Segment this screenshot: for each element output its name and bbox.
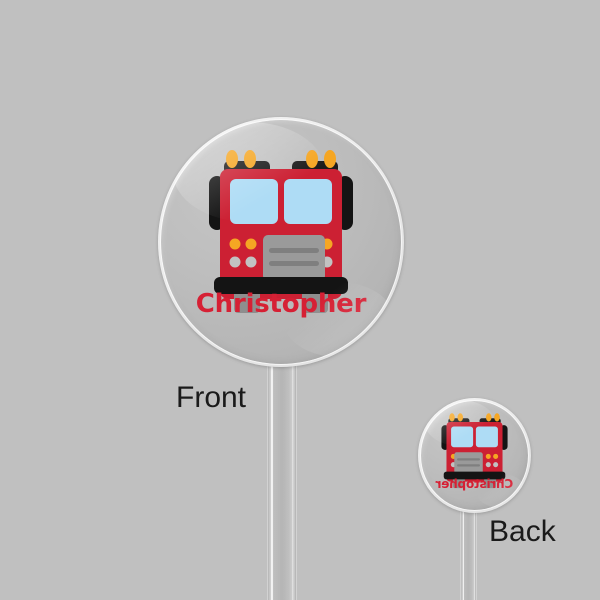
grille-bar-1 [457,458,481,461]
windshield-right [284,179,332,224]
windshield-left [475,426,498,448]
headlight-amber-left-1 [493,453,499,459]
fire-truck-artwork-back [441,413,508,489]
headlight-amber-left-2 [245,238,257,250]
grille-bar-2 [269,261,319,266]
beacon-light-2 [244,150,256,168]
headlight-white-left-1 [493,462,499,468]
headlight-white-left-2 [245,256,257,268]
front-stirrer-disc: Christopher [158,117,404,367]
front-personalized-name: Christopher [195,289,367,319]
beacon-light-3 [457,413,464,422]
headlight-amber-left-2 [485,453,491,459]
front-bumper [214,277,348,294]
back-mirrored-wrapper: Christopher [418,398,531,513]
caption-front: Front [176,381,247,414]
front-grille [263,235,325,281]
back-stirrer-disc: Christopher [418,398,531,513]
fire-truck-artwork-front [209,150,353,313]
beacon-light-1 [494,413,500,422]
front-stirrer-stick [268,330,296,600]
headlight-white-left-1 [229,256,241,268]
windshield-left [230,179,278,224]
beacon-light-1 [226,150,238,168]
grille-bar-2 [457,464,481,467]
back-personalized-name: Christopher [435,477,514,491]
windshield-right [451,426,474,448]
front-bumper [443,471,506,480]
beacon-light-2 [485,413,492,422]
back-stirrer-stick [461,485,476,600]
headlight-white-left-2 [485,462,491,468]
front-grille [454,452,483,474]
caption-back: Back [489,515,556,548]
beacon-light-3 [306,150,318,168]
grille-bar-1 [269,248,319,253]
headlight-amber-left-1 [229,238,241,250]
beacon-light-4 [324,150,336,168]
beacon-light-4 [449,413,455,422]
